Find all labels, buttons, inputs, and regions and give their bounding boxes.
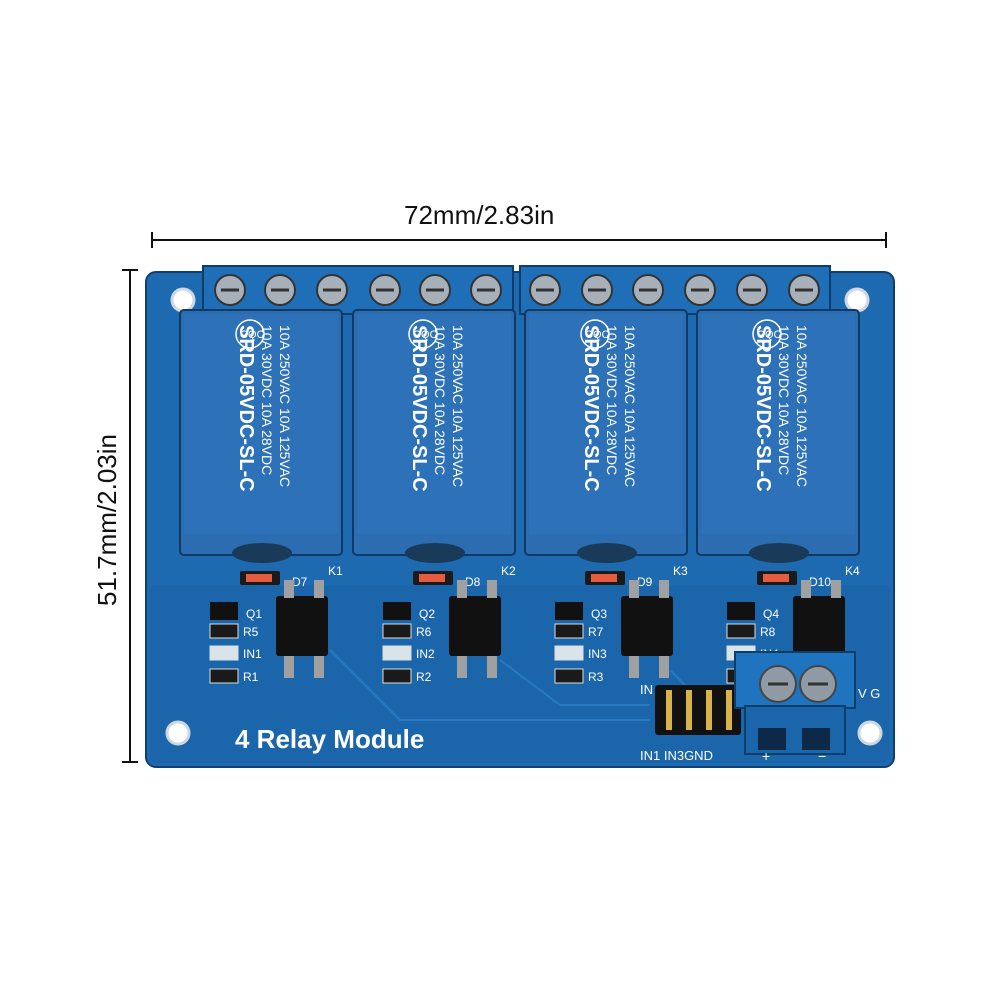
- relay-brand-logo: CQC: [240, 329, 265, 341]
- diode-label: D8: [465, 575, 481, 589]
- relay-rating-line2: 10A 30VDC 10A 28VDC: [259, 325, 275, 475]
- component-label: R8: [760, 625, 776, 639]
- component-label: IN3: [588, 647, 607, 661]
- relay-brand-logo: CQC: [585, 329, 610, 341]
- relay-model: SRD-05VDC-SL-C: [580, 325, 602, 492]
- board-title: 4 Relay Module: [235, 724, 424, 754]
- relay-model: SRD-05VDC-SL-C: [408, 325, 430, 492]
- component-label: R5: [243, 625, 259, 639]
- component-label: R1: [243, 670, 259, 684]
- terminal-blocks: [202, 265, 831, 315]
- relay-brand-logo: CQC: [757, 329, 782, 341]
- transistor-label: Q1: [246, 607, 262, 621]
- height-dimension-line: [122, 269, 138, 763]
- diode-label: D7: [292, 575, 308, 589]
- pin-header: [655, 685, 741, 735]
- component-label: R2: [416, 670, 432, 684]
- relay-rating-line1: 10A 250VAC 10A 125VAC: [794, 325, 810, 487]
- width-dimension-line: [151, 232, 887, 248]
- relay-rating-line2: 10A 30VDC 10A 28VDC: [432, 325, 448, 475]
- relay-rating-line2: 10A 30VDC 10A 28VDC: [776, 325, 792, 475]
- component-label: R7: [588, 625, 604, 639]
- relay-id-label: K3: [673, 564, 688, 578]
- power-label-minus: −: [818, 748, 826, 764]
- power-label-plus: +: [762, 748, 770, 764]
- relay-rating-line2: 10A 30VDC 10A 28VDC: [604, 325, 620, 475]
- transistor-label: Q2: [419, 607, 435, 621]
- header-label-top: IN: [640, 682, 653, 697]
- transistor-label: Q4: [763, 607, 779, 621]
- diode-label: D9: [637, 575, 653, 589]
- relay-rating-line1: 10A 250VAC 10A 125VAC: [622, 325, 638, 487]
- component-label: R3: [588, 670, 604, 684]
- header-label-bottom: IN1 IN3GND: [640, 748, 713, 763]
- power-label-side: V G: [858, 686, 880, 701]
- width-dimension-label: 72mm/2.83in: [404, 200, 555, 230]
- relay-id-label: K4: [845, 564, 860, 578]
- transistor-label: Q3: [591, 607, 607, 621]
- power-terminal: [734, 651, 856, 755]
- relay-model: SRD-05VDC-SL-C: [752, 325, 774, 492]
- component-label: IN2: [416, 647, 435, 661]
- relay-id-label: K2: [501, 564, 516, 578]
- relay-model: SRD-05VDC-SL-C: [235, 325, 257, 492]
- component-label: IN1: [243, 647, 262, 661]
- relay-brand-logo: CQC: [413, 329, 438, 341]
- relay-rating-line1: 10A 250VAC 10A 125VAC: [450, 325, 466, 487]
- component-label: R6: [416, 625, 432, 639]
- relay-rating-line1: 10A 250VAC 10A 125VAC: [277, 325, 293, 487]
- diode-label: D10: [809, 575, 831, 589]
- relay-id-label: K1: [328, 564, 343, 578]
